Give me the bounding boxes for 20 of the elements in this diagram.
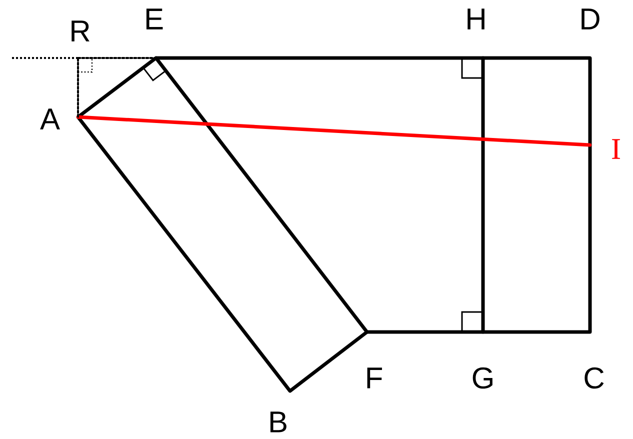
line-segment	[76, 115, 592, 147]
line-segment	[365, 330, 485, 334]
line-segment	[77, 57, 79, 118]
point-label: H	[468, 8, 484, 30]
point-label: A	[40, 108, 60, 130]
point-label: B	[270, 412, 286, 432]
point-label: E	[146, 8, 163, 30]
point-label: D	[582, 8, 600, 30]
point-label: G	[472, 367, 492, 389]
line-segment	[481, 56, 592, 60]
line-segment	[588, 56, 592, 147]
line-segment	[481, 330, 592, 334]
line-segment	[588, 143, 592, 334]
point-label: F	[367, 368, 382, 388]
point-label: R	[72, 20, 90, 42]
line-segment	[154, 56, 485, 60]
point-label: I	[612, 139, 620, 159]
point-label: C	[584, 367, 604, 389]
line-segment	[288, 330, 369, 393]
line-segment	[77, 57, 157, 59]
